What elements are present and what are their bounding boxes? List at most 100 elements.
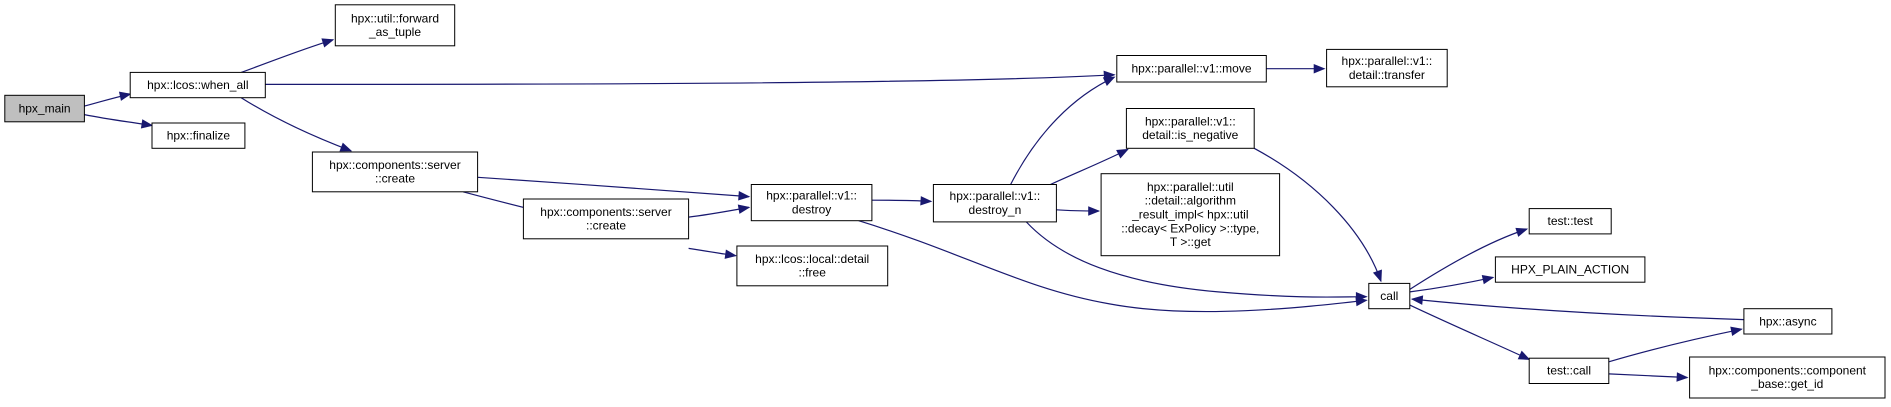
node-box [1689, 356, 1886, 399]
edge-arrowhead [1313, 63, 1326, 74]
edge-n13-to-n17 [1409, 304, 1531, 360]
node-label: ::decay< ExPolicy >::type, [1121, 221, 1259, 235]
edge-n1-to-n2 [240, 38, 335, 73]
node-n6[interactable]: hpx::parallel::v1::destroy [750, 184, 873, 222]
node-label: call [1380, 289, 1398, 303]
edge-line [1409, 304, 1530, 360]
node-box [1116, 55, 1267, 83]
edge-arrowhead [321, 38, 335, 48]
edge-arrowhead [1481, 274, 1495, 285]
edge-line [1412, 298, 1744, 321]
node-n3[interactable]: hpx::finalize [151, 122, 246, 149]
node-label: detail::is_negative [1142, 128, 1238, 142]
edge-arrowhead [118, 91, 132, 101]
node-label: _as_tuple [368, 25, 421, 39]
node-n12[interactable]: hpx::parallel::util::detail::algorithm_r… [1100, 173, 1281, 257]
edge-n1-to-n4 [240, 97, 353, 152]
node-n15[interactable]: HPX_PLAIN_ACTION [1494, 256, 1646, 283]
node-label: hpx::parallel::v1:: [950, 189, 1041, 203]
edge-n16-to-n13 [1410, 295, 1744, 321]
node-n1[interactable]: hpx::lcos::when_all [129, 71, 266, 99]
node-label: hpx::parallel::v1:: [1342, 54, 1433, 68]
edge-line [1025, 221, 1367, 298]
node-n2[interactable]: hpx::util::forward_as_tuple [334, 4, 456, 47]
node-n9[interactable]: hpx::parallel::v1::move [1116, 55, 1267, 83]
node-box [736, 245, 889, 287]
node-label: hpx::parallel::v1:: [766, 189, 857, 203]
node-label: hpx::lcos::local::detail [755, 252, 869, 266]
node-label: destroy_n [969, 203, 1022, 217]
node-n0[interactable]: hpx_main [4, 94, 85, 123]
edge-n13-to-n14 [1409, 227, 1529, 290]
node-label: ::create [375, 172, 415, 186]
edge-arrowhead [920, 196, 933, 206]
node-n13[interactable]: call [1368, 282, 1411, 310]
node-n11[interactable]: hpx::parallel::v1::detail::is_negative [1125, 108, 1255, 149]
node-label: hpx::util::forward [351, 11, 439, 25]
node-label: hpx::components::server [540, 205, 671, 219]
edge-line [1608, 328, 1742, 363]
edge-line [240, 97, 352, 152]
node-n10[interactable]: hpx::parallel::v1::detail::transfer [1326, 48, 1448, 88]
node-box [522, 198, 690, 240]
edge-n17-to-n18 [1608, 372, 1689, 382]
node-n5[interactable]: hpx::components::server::create [522, 198, 690, 240]
edge-n1-to-n9 [265, 70, 1116, 85]
node-label: destroy [792, 202, 831, 216]
node-box [4, 94, 85, 123]
node-n8[interactable]: hpx::parallel::v1::destroy_n [932, 184, 1057, 223]
edge-n0-to-n1 [84, 91, 132, 107]
edge-n11-to-n13 [1253, 147, 1382, 283]
node-n17[interactable]: test::call [1528, 357, 1610, 385]
edge-n8-to-n13 [1025, 221, 1368, 302]
edge-n8-to-n11 [1050, 148, 1129, 186]
edge-arrowhead [1088, 206, 1101, 216]
node-box [1100, 173, 1281, 257]
edge-n13-to-n15 [1409, 274, 1495, 293]
edge-line [1409, 276, 1494, 293]
edge-line [858, 220, 1367, 313]
node-label: ::create [586, 219, 626, 233]
node-label: hpx::parallel::util [1147, 180, 1234, 194]
edge-n4-to-n6 [477, 176, 751, 201]
node-n7[interactable]: hpx::lcos::local::detail::free [736, 245, 889, 287]
edge-n5-to-n7 [688, 247, 738, 259]
node-label: ::free [799, 266, 827, 280]
edge-line [240, 39, 334, 73]
node-label: hpx::parallel::v1::move [1131, 62, 1251, 76]
node-label: _base::get_id [1750, 377, 1823, 391]
edges-layer [84, 38, 1744, 382]
node-box [129, 71, 266, 99]
edge-arrowhead [738, 191, 751, 201]
node-n16[interactable]: hpx::async [1743, 308, 1833, 335]
edge-arrowhead [1515, 227, 1529, 237]
node-box [151, 122, 246, 149]
node-box [334, 4, 456, 47]
node-n14[interactable]: test::test [1528, 208, 1612, 235]
edge-arrowhead [1517, 350, 1531, 360]
node-label: test::call [1547, 364, 1591, 378]
edge-arrowhead [1372, 269, 1382, 283]
node-label: ::detail::algorithm [1145, 194, 1236, 208]
edge-n9-to-n10 [1266, 63, 1326, 74]
edge-line [1010, 76, 1115, 185]
node-label: hpx::components::server [329, 158, 460, 172]
node-label: hpx::async [1759, 314, 1816, 328]
edge-arrowhead [1102, 76, 1116, 86]
edge-line [477, 176, 749, 198]
edge-n17-to-n16 [1608, 326, 1743, 363]
edge-line [1608, 373, 1688, 379]
node-box [1528, 208, 1612, 235]
node-label: hpx::finalize [167, 129, 231, 143]
node-n18[interactable]: hpx::components::component_base::get_id [1689, 356, 1886, 399]
node-label: hpx::lcos::when_all [147, 78, 248, 92]
node-box [1368, 282, 1411, 310]
node-label: _result_impl< hpx::util [1131, 208, 1248, 222]
nodes-layer: hpx_main hpx::lcos::when_all hpx::util::fo… [4, 4, 1886, 399]
edge-arrowhead [1410, 295, 1424, 305]
node-n4[interactable]: hpx::components::server::create [311, 151, 479, 193]
node-label: test::test [1548, 214, 1594, 228]
edge-arrowhead [1676, 372, 1689, 382]
edge-arrowhead [339, 142, 353, 152]
node-label: hpx::components::component [1709, 363, 1867, 377]
